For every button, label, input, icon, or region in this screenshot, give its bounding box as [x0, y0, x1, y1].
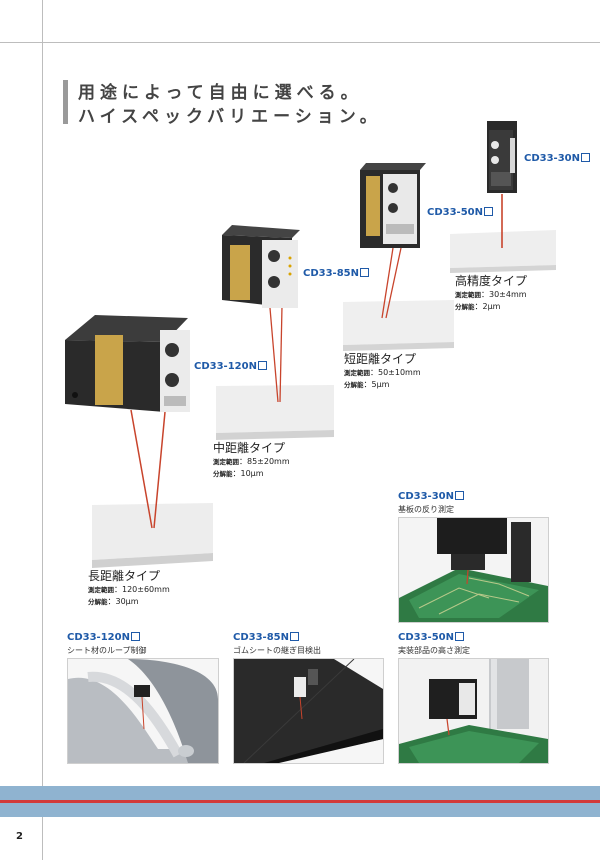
photo-component-height: [398, 658, 549, 764]
footer-band-bottom: [0, 803, 600, 817]
page-number: 2: [16, 831, 23, 842]
type-long-range: 長距離タイプ: [88, 569, 161, 583]
photo-board-warp: [398, 517, 549, 623]
lineup-model-cd33-120n: CD33-120N: [194, 361, 267, 372]
headline-line2: ハイスペックバリエーション。: [78, 107, 382, 127]
spec-resolution-50: 分解能：5μm: [344, 380, 390, 389]
headline-accent-bar: [63, 80, 68, 124]
sensor-cd33-120n: [65, 315, 190, 412]
sensor-cd33-30n: [487, 121, 517, 193]
spec-range-50: 測定範囲：50±10mm: [344, 368, 421, 377]
plate-120: [92, 503, 213, 568]
lineup-model-cd33-50n: CD33-50N: [427, 207, 493, 218]
app-model-cd33-50n: CD33-50N: [398, 632, 464, 643]
type-high-precision: 高精度タイプ: [455, 274, 528, 288]
placeholder-box: [455, 632, 464, 641]
plate-85: [216, 385, 334, 440]
app-model-cd33-120n: CD33-120N: [67, 632, 140, 643]
placeholder-box: [360, 268, 369, 277]
photo-rubber-seam: [233, 658, 384, 764]
headline-line1: 用途によって自由に選べる。: [78, 83, 363, 103]
placeholder-box: [290, 632, 299, 641]
margin-line-horizontal: [0, 42, 600, 43]
app-caption-board-warp: 基板の反り測定: [398, 505, 454, 514]
laser-85b: [279, 305, 283, 403]
lineup-model-cd33-85n: CD33-85N: [303, 268, 369, 279]
spec-resolution-85: 分解能：10μm: [213, 469, 264, 478]
laser-85a: [269, 307, 279, 403]
footer-band-red: [0, 800, 600, 803]
lineup-model-cd33-30n: CD33-30N: [524, 153, 590, 164]
laser-50b: [385, 247, 402, 319]
placeholder-box: [455, 491, 464, 500]
type-short-range: 短距離タイプ: [344, 352, 417, 366]
placeholder-box: [130, 632, 140, 641]
app-model-cd33-85n: CD33-85N: [233, 632, 299, 643]
product-lineup-illustration: [65, 121, 556, 568]
spec-resolution-120: 分解能：30μm: [88, 597, 139, 606]
placeholder-box: [257, 361, 267, 370]
sensor-cd33-50n: [360, 163, 426, 248]
photo-sheet-loop: [67, 658, 219, 764]
app-caption-rubber-seam: ゴムシートの継ぎ目検出: [233, 646, 321, 655]
app-model-cd33-30n: CD33-30N: [398, 491, 464, 502]
spec-range-85: 測定範囲：85±20mm: [213, 457, 290, 466]
margin-line-vertical: [42, 0, 43, 860]
sensor-cd33-85n: [222, 225, 300, 308]
app-caption-sheet-loop: シート材のループ制御: [67, 646, 147, 655]
laser-120a: [130, 409, 153, 529]
plate-50: [343, 300, 454, 351]
spec-range-120: 測定範囲：120±60mm: [88, 585, 170, 594]
laser-50a: [381, 247, 394, 319]
laser-120b: [153, 411, 166, 529]
app-caption-component-height: 実装部品の高さ測定: [398, 646, 470, 655]
placeholder-box: [484, 207, 493, 216]
placeholder-box: [581, 153, 590, 162]
footer-band-top: [0, 786, 600, 800]
plate-30: [450, 230, 556, 273]
type-mid-range: 中距離タイプ: [213, 441, 286, 455]
spec-resolution-30: 分解能：2μm: [455, 302, 501, 311]
spec-range-30: 測定範囲：30±4mm: [455, 290, 527, 299]
